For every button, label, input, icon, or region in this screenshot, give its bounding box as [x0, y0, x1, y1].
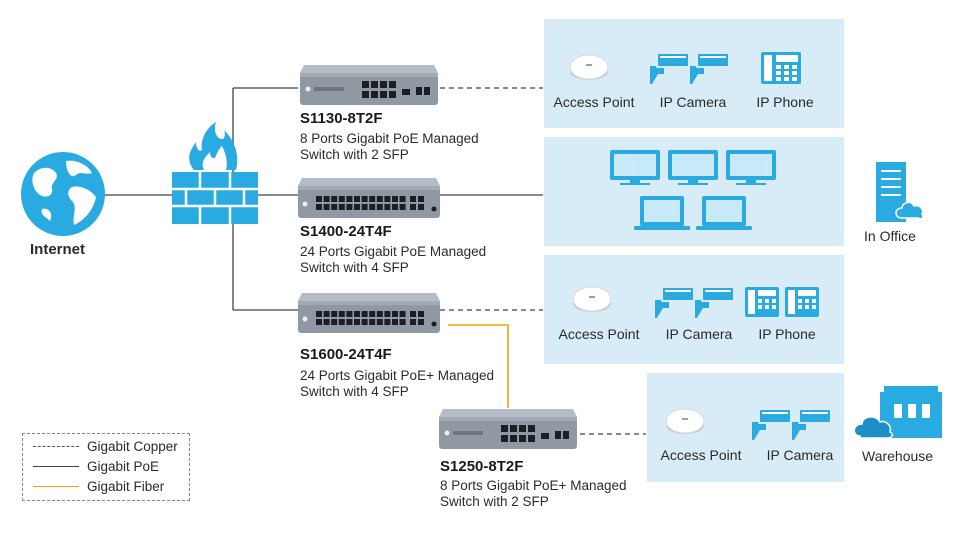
- warehouse-label: Warehouse: [862, 448, 934, 464]
- access-point-icon: [569, 54, 609, 80]
- legend-item-fiber: Gigabit Fiber: [33, 479, 164, 494]
- access-point-icon: [572, 286, 612, 312]
- switch-s1600-image: [298, 293, 440, 333]
- p3-ip-phone-label: IP Phone: [758, 326, 816, 342]
- switch-s1400-image: [298, 178, 440, 218]
- in-office-label: In Office: [864, 228, 916, 244]
- p1-ip-camera-label: IP Camera: [659, 94, 727, 110]
- p3-access-point-label: Access Point: [558, 326, 640, 342]
- p1-access-point-label: Access Point: [553, 94, 635, 110]
- switch-s1600-model: S1600-24T4F: [300, 346, 392, 363]
- switch-s1250-image: [439, 409, 577, 449]
- internet-label: Internet: [30, 241, 86, 258]
- globe-icon: [21, 152, 105, 236]
- p1-ip-phone-label: IP Phone: [756, 94, 814, 110]
- office-server-icon: [876, 162, 924, 222]
- legend: Gigabit Copper Gigabit PoE Gigabit Fiber: [22, 433, 190, 501]
- switch-s1250-model: S1250-8T2F: [440, 458, 524, 475]
- ip-camera-icon: [752, 410, 830, 440]
- ip-phone-icon: [745, 287, 819, 317]
- legend-item-copper: Gigabit Copper: [33, 439, 178, 454]
- office-computers-icon: [610, 150, 776, 230]
- firewall-icon: [172, 122, 258, 224]
- warehouse-icon: [854, 386, 942, 439]
- access-point-icon: [665, 408, 705, 434]
- switch-s1130-image: [300, 65, 438, 105]
- ip-camera-icon: [650, 54, 728, 84]
- switch-s1400-model: S1400-24T4F: [300, 223, 392, 240]
- wire-fiber: [448, 324, 509, 408]
- p4-ip-camera-label: IP Camera: [766, 447, 834, 463]
- p4-access-point-label: Access Point: [660, 447, 742, 463]
- legend-item-poe: Gigabit PoE: [33, 459, 159, 474]
- ip-camera-icon: [655, 288, 733, 318]
- ip-phone-icon: [761, 52, 801, 84]
- switch-s1130-model: S1130-8T2F: [300, 110, 383, 127]
- p3-ip-camera-label: IP Camera: [665, 326, 733, 342]
